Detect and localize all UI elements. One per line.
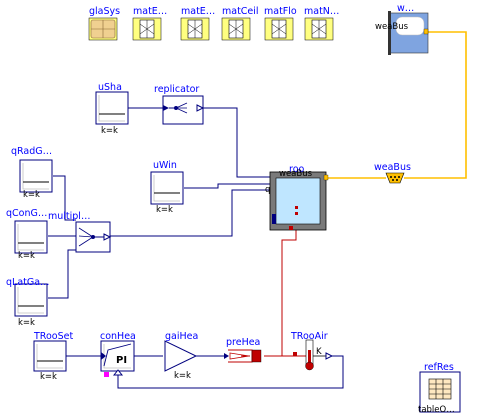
matFlo-label: matFlo — [264, 6, 297, 17]
matExtWal2-label: matE… — [181, 6, 215, 17]
TRooSet-param: k=k — [40, 372, 57, 382]
replicator-label: replicator — [154, 84, 199, 95]
qLatGai-param: k=k — [18, 318, 35, 328]
matCeil-label: matCeil — [222, 6, 259, 17]
qLatGai-block[interactable]: qLatGa… k=k — [6, 277, 50, 328]
qRadGai-label: qRadG… — [11, 146, 52, 157]
matExtWal2-block[interactable]: matE… — [180, 6, 215, 41]
conHea-pi-text: PI — [116, 355, 127, 366]
glaSys-label: glaSys — [89, 6, 120, 17]
TRooAir-label: TRooAir — [290, 331, 328, 342]
roo-q-label: q — [265, 185, 270, 195]
glaSys-block[interactable]: glaSys — [88, 6, 120, 41]
matExtWal-block[interactable]: matE… — [132, 6, 167, 41]
refRes-block[interactable]: refRes tableO… — [418, 362, 461, 415]
refRes-label: refRes — [424, 362, 454, 373]
weaDat-weaBus-label: weaBus — [375, 22, 409, 32]
replicator-block[interactable]: replicator — [154, 84, 205, 125]
preHea-block[interactable]: preHea — [224, 337, 262, 363]
roo-block[interactable]: roo weaBus q — [265, 164, 329, 231]
weaBus-label: weaBus — [374, 162, 411, 173]
matCeil-block[interactable]: matCeil — [221, 6, 259, 41]
gaiHea-label: gaiHea — [165, 331, 198, 342]
weaDat-block[interactable]: w… weaBus — [375, 3, 429, 55]
roo-weaBus-label: weaBus — [279, 169, 313, 179]
matExtWal-label: matE… — [133, 6, 167, 17]
qConGai-label: qConG… — [6, 208, 47, 219]
weaDat-label: w… — [397, 3, 414, 14]
multiplex-label: multipl… — [48, 211, 90, 222]
TRooAir-unit: K — [316, 347, 322, 357]
uSha-block[interactable]: uSha k=k — [95, 82, 129, 136]
uWin-label: uWin — [153, 160, 177, 171]
TRooSet-block[interactable]: TRooSet k=k — [33, 331, 73, 382]
qLatGai-label: qLatGa… — [6, 277, 50, 288]
refRes-output-label: tableO… — [418, 405, 455, 415]
connection-lines — [48, 31, 467, 389]
uWin-block[interactable]: uWin k=k — [150, 160, 184, 215]
matN-label: matN… — [304, 6, 339, 17]
conHea-block[interactable]: PI conHea — [100, 331, 136, 377]
matN-block[interactable]: matN… — [304, 6, 339, 41]
qConGai-param: k=k — [18, 251, 35, 261]
uWin-param: k=k — [156, 205, 173, 215]
qRadGai-block[interactable]: qRadG… k=k — [11, 146, 53, 200]
preHea-label: preHea — [226, 337, 260, 348]
TRooSet-label: TRooSet — [33, 331, 73, 342]
uSha-label: uSha — [98, 82, 122, 93]
gaiHea-param: k=k — [174, 371, 191, 381]
qConGai-block[interactable]: qConG… k=k — [6, 208, 48, 261]
multiplex-block[interactable]: multipl… — [48, 211, 112, 253]
uSha-param: k=k — [101, 126, 118, 136]
roo-label: roo — [289, 164, 305, 175]
gaiHea-block[interactable]: gaiHea k=k — [164, 331, 198, 381]
TRooAir-block[interactable]: TRooAir K — [290, 331, 334, 371]
qRadGai-param: k=k — [23, 190, 40, 200]
material-blocks: matE… matE… matCeil matFlo matN… — [132, 6, 339, 41]
conHea-label: conHea — [100, 331, 136, 342]
weaBus-connector[interactable]: weaBus — [374, 162, 411, 184]
matFlo-block[interactable]: matFlo — [264, 6, 297, 41]
